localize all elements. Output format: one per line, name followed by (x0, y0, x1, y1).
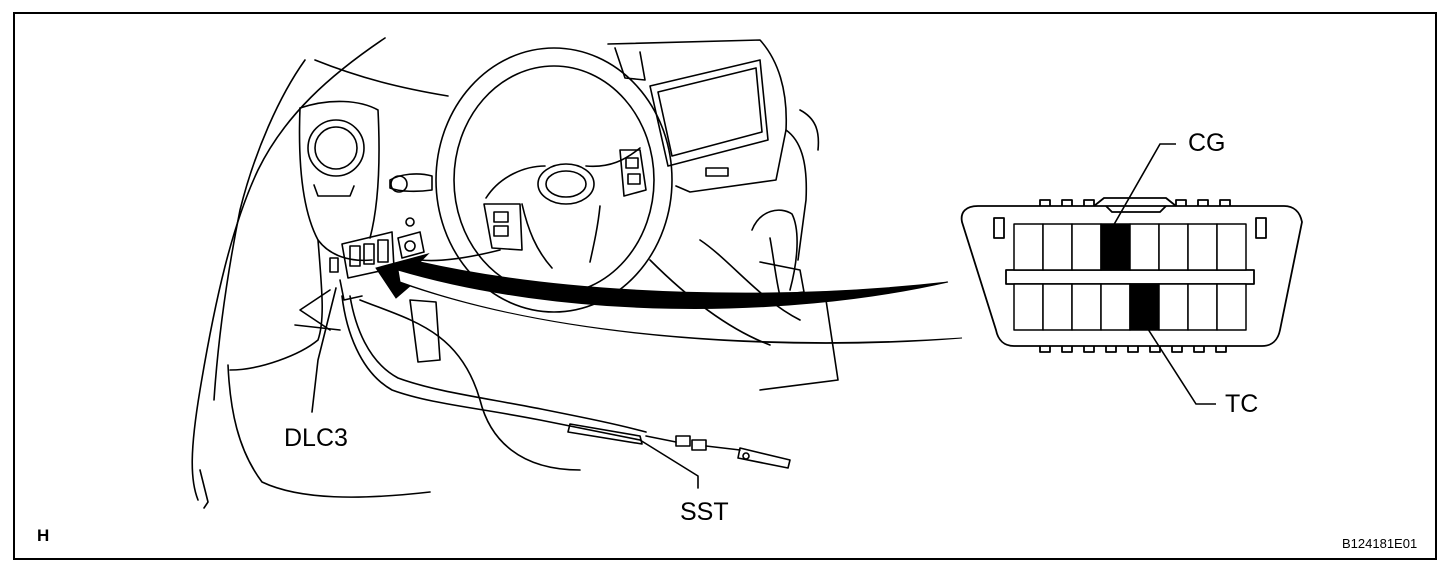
connector-pin-cell (1216, 223, 1247, 271)
door-pillar (191, 37, 431, 509)
tc-pin (1129, 283, 1160, 331)
connector-top-row (1013, 223, 1247, 271)
switch-panel (329, 217, 581, 471)
dashboard (229, 59, 449, 371)
connector-pin-cell (1013, 223, 1044, 271)
sst-leader-line (639, 439, 699, 489)
dlc3-connector (960, 197, 1303, 353)
cg-label: CG (1188, 129, 1226, 157)
connector-pin-cell (1187, 223, 1218, 271)
dlc3-leader-line (311, 287, 337, 413)
sst-cable (341, 295, 791, 469)
pointer-arrow (375, 253, 963, 344)
connector-bottom-row (1013, 283, 1247, 331)
center-display (649, 59, 769, 167)
connector-pin-cell (1071, 283, 1102, 331)
connector-pin-cell (1216, 283, 1247, 331)
cg-leader-line (1111, 143, 1176, 229)
connector-pin-cell (1158, 283, 1189, 331)
steering-wheel (389, 47, 673, 313)
dlc3-label: DLC3 (284, 424, 348, 452)
connector-pin-cell (1042, 223, 1073, 271)
figure-code: B124181E01 (1342, 536, 1418, 551)
connector-pin-cell (1100, 283, 1131, 331)
connector-pin-cell (1187, 283, 1218, 331)
connector-pin-cell (1158, 223, 1189, 271)
connector-pin-cell (1071, 223, 1102, 271)
tc-label: TC (1225, 390, 1259, 418)
steering-emblem (537, 163, 595, 205)
diagram-frame (13, 12, 1437, 560)
sst-label: SST (680, 498, 729, 526)
air-vent (307, 119, 365, 177)
tc-leader-line (1145, 325, 1216, 405)
connector-pin-cell (1013, 283, 1044, 331)
connector-pin-cell (1129, 223, 1160, 271)
cg-pin (1100, 223, 1131, 271)
connector-pin-cell (1042, 283, 1073, 331)
view-label: H (37, 526, 50, 545)
